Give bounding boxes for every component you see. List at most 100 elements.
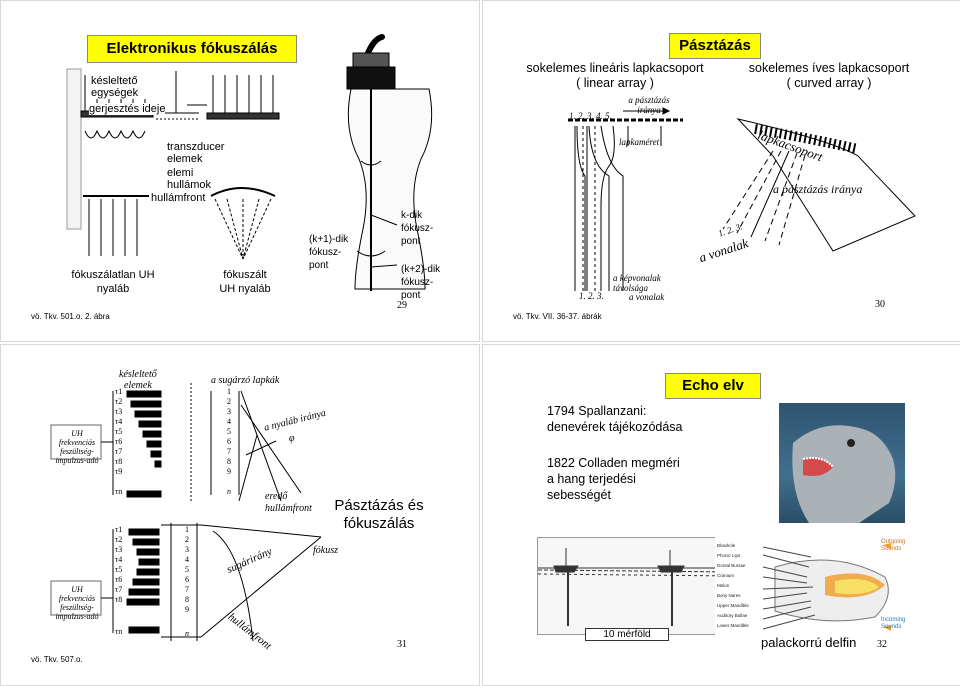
- unfocused-beam-label: fókuszálatlan UH nyaláb: [71, 269, 155, 295]
- delay-elements-label: késleltető elemek: [119, 369, 157, 391]
- index-top-label: 1. 2. 3. 4. 5.: [569, 111, 612, 121]
- page-number: 29: [397, 300, 407, 311]
- colladen-line2: a hang terjedési: [547, 472, 636, 486]
- excitation-time-label: gerjesztés ideje: [89, 103, 166, 115]
- tau: τ1: [115, 525, 123, 534]
- reference: vö. Tkv. 507.o.: [31, 655, 83, 664]
- colladen-line1: 1822 Colladen megméri: [547, 456, 680, 470]
- linear-heading: sokelemes lineáris lapkacsoport ( linear…: [519, 61, 711, 91]
- tau: τ5: [115, 565, 123, 574]
- slide-30: Pásztázás sokelemes lineáris lapkacsopor…: [482, 0, 960, 342]
- anatomy-label: Cranium: [717, 573, 735, 578]
- curved-heading: sokelemes íves lapkacsoport ( curved arr…: [739, 61, 919, 91]
- num: 7: [227, 447, 231, 456]
- scan-direction-line1: a pásztázás: [628, 95, 670, 105]
- uh-voltage-line2: feszültség-: [60, 447, 94, 456]
- uh-voltage2-line1: UH frekvenciás: [58, 585, 96, 603]
- anatomy-label: Melon: [717, 583, 730, 588]
- colladen-text: 1822 Colladen megméri a hang terjedési s…: [547, 455, 680, 503]
- tau-list-upper: τ1 τ2 τ3 τ4 τ5 τ6 τ7 τ8 τ9: [115, 387, 122, 477]
- resultant-wavefront-label: eredő hullámfront: [265, 491, 312, 515]
- number-list-upper: 1 2 3 4 5 6 7 8 9: [227, 387, 231, 477]
- ship-sketch: [538, 548, 734, 626]
- elementary-waves-label: elemi hullámok: [167, 167, 221, 191]
- tau: τ6: [115, 575, 123, 584]
- tau-list-lower: τ1 τ2 τ3 τ4 τ5 τ6 τ7 τ8: [115, 525, 122, 605]
- index-bottom-label: 1. 2. 3.: [579, 291, 604, 301]
- number-list-lower: 1 2 3 4 5 6 7 8 9: [185, 525, 189, 615]
- scan-direction-line2: iránya: [637, 105, 661, 115]
- ship-drawing: [537, 537, 735, 635]
- linear-heading-sub: ( linear array ): [576, 76, 654, 90]
- k2-focus-line1: (k+2)-dik: [401, 264, 441, 275]
- k1-focus-line3: pont: [309, 260, 329, 271]
- linear-heading-text: sokelemes lineáris lapkacsoport: [526, 61, 704, 75]
- num: 6: [227, 437, 231, 446]
- k-focus-line3: pont: [401, 236, 421, 247]
- anatomy-label: Dorsal Bursae: [717, 563, 746, 568]
- focus-label: fókusz: [313, 545, 338, 556]
- dolphin-caption: palackorrú delfin: [761, 635, 857, 650]
- num: 6: [185, 575, 189, 584]
- k1-focus-line2: fókusz-: [309, 247, 342, 258]
- num: 5: [227, 427, 231, 436]
- anatomy-label: Blowhole: [717, 543, 736, 548]
- tau: τ8: [115, 457, 123, 466]
- scan-focus-diagram: [50, 383, 322, 642]
- curved-heading-sub: ( curved array ): [786, 76, 872, 90]
- uh-voltage2-line3: impulzus-adó: [55, 612, 99, 621]
- slide-29: Elektronikus fókuszálás: [0, 0, 480, 342]
- num: 3: [227, 407, 231, 416]
- tau: τ6: [115, 437, 123, 446]
- tau: τ4: [115, 417, 123, 426]
- spallanzani-text: 1794 Spallanzani: denevérek tájékozódása: [547, 403, 683, 435]
- anatomy-labels: Blowhole Phonic Lips Dorsal Bursae Crani…: [717, 541, 749, 631]
- tau: τ8: [115, 595, 123, 604]
- wavefront-label: hullámfront: [149, 192, 208, 204]
- lines-label: a vonalak: [629, 292, 665, 302]
- num: 4: [185, 555, 189, 564]
- slide-title: Echo elv: [665, 373, 761, 399]
- curved-scan-label: a pásztázás iránya: [773, 182, 863, 196]
- n-upper: n: [227, 487, 231, 496]
- num: 8: [185, 595, 189, 604]
- tau: τ7: [115, 447, 123, 456]
- resultant-line2: hullámfront: [265, 503, 312, 514]
- resultant-line1: eredő: [265, 491, 288, 502]
- delay-units-label: késleltető egységek: [91, 75, 165, 99]
- tau-n-lower: τn: [115, 627, 123, 636]
- num: 7: [185, 585, 189, 594]
- reference: vö. Tkv. 501.o. 2. ábra: [31, 312, 110, 321]
- spallanzani-line2: denevérek tájékozódása: [547, 420, 683, 434]
- num: 3: [185, 545, 189, 554]
- num: 9: [227, 467, 231, 476]
- line-distance-line2: távolsága: [613, 283, 648, 293]
- tau: τ2: [115, 535, 123, 544]
- k-focus-line2: fókusz-: [401, 223, 434, 234]
- miles-caption: 10 mérföld: [585, 628, 669, 641]
- radiating-elements-label: a sugárzó lapkák: [211, 375, 280, 386]
- slide-32: Echo elv 1794 Spallanzani: denevérek táj…: [482, 344, 960, 686]
- line-distance-label: a képvonalak távolsága: [613, 273, 661, 293]
- page-number: 31: [397, 639, 407, 650]
- tau: τ7: [115, 585, 123, 594]
- anatomy-sketch: [762, 543, 891, 631]
- tau: τ1: [115, 387, 123, 396]
- k-focus-line1: k-dik: [401, 210, 423, 221]
- spallanzani-line1: 1794 Spallanzani:: [547, 404, 647, 418]
- phi-label: φ: [289, 433, 295, 444]
- uh-voltage-line1: UH frekvenciás: [58, 429, 96, 447]
- k1-focus-label: (k+1)-dik fókusz- pont: [309, 233, 348, 272]
- reference: vö. Tkv. VII. 36-37. ábrák: [513, 312, 602, 321]
- k2-focus-line2: fókusz-: [401, 277, 434, 288]
- k2-focus-line3: pont: [401, 290, 421, 301]
- n-lower: n: [185, 629, 189, 638]
- anatomy-label: Bony Nares: [717, 593, 741, 598]
- k-focus-label: k-dik fókusz- pont: [401, 209, 433, 248]
- page-number: 30: [875, 299, 885, 310]
- anatomy-label: Upper Mandible: [717, 603, 749, 608]
- delay-elements-line1: késleltető: [119, 369, 157, 380]
- transducer-label: transzducer elemek: [167, 141, 227, 165]
- slide-title: Pásztázás és fókuszálás: [334, 497, 424, 532]
- slide-title: Elektronikus fókuszálás: [87, 35, 297, 63]
